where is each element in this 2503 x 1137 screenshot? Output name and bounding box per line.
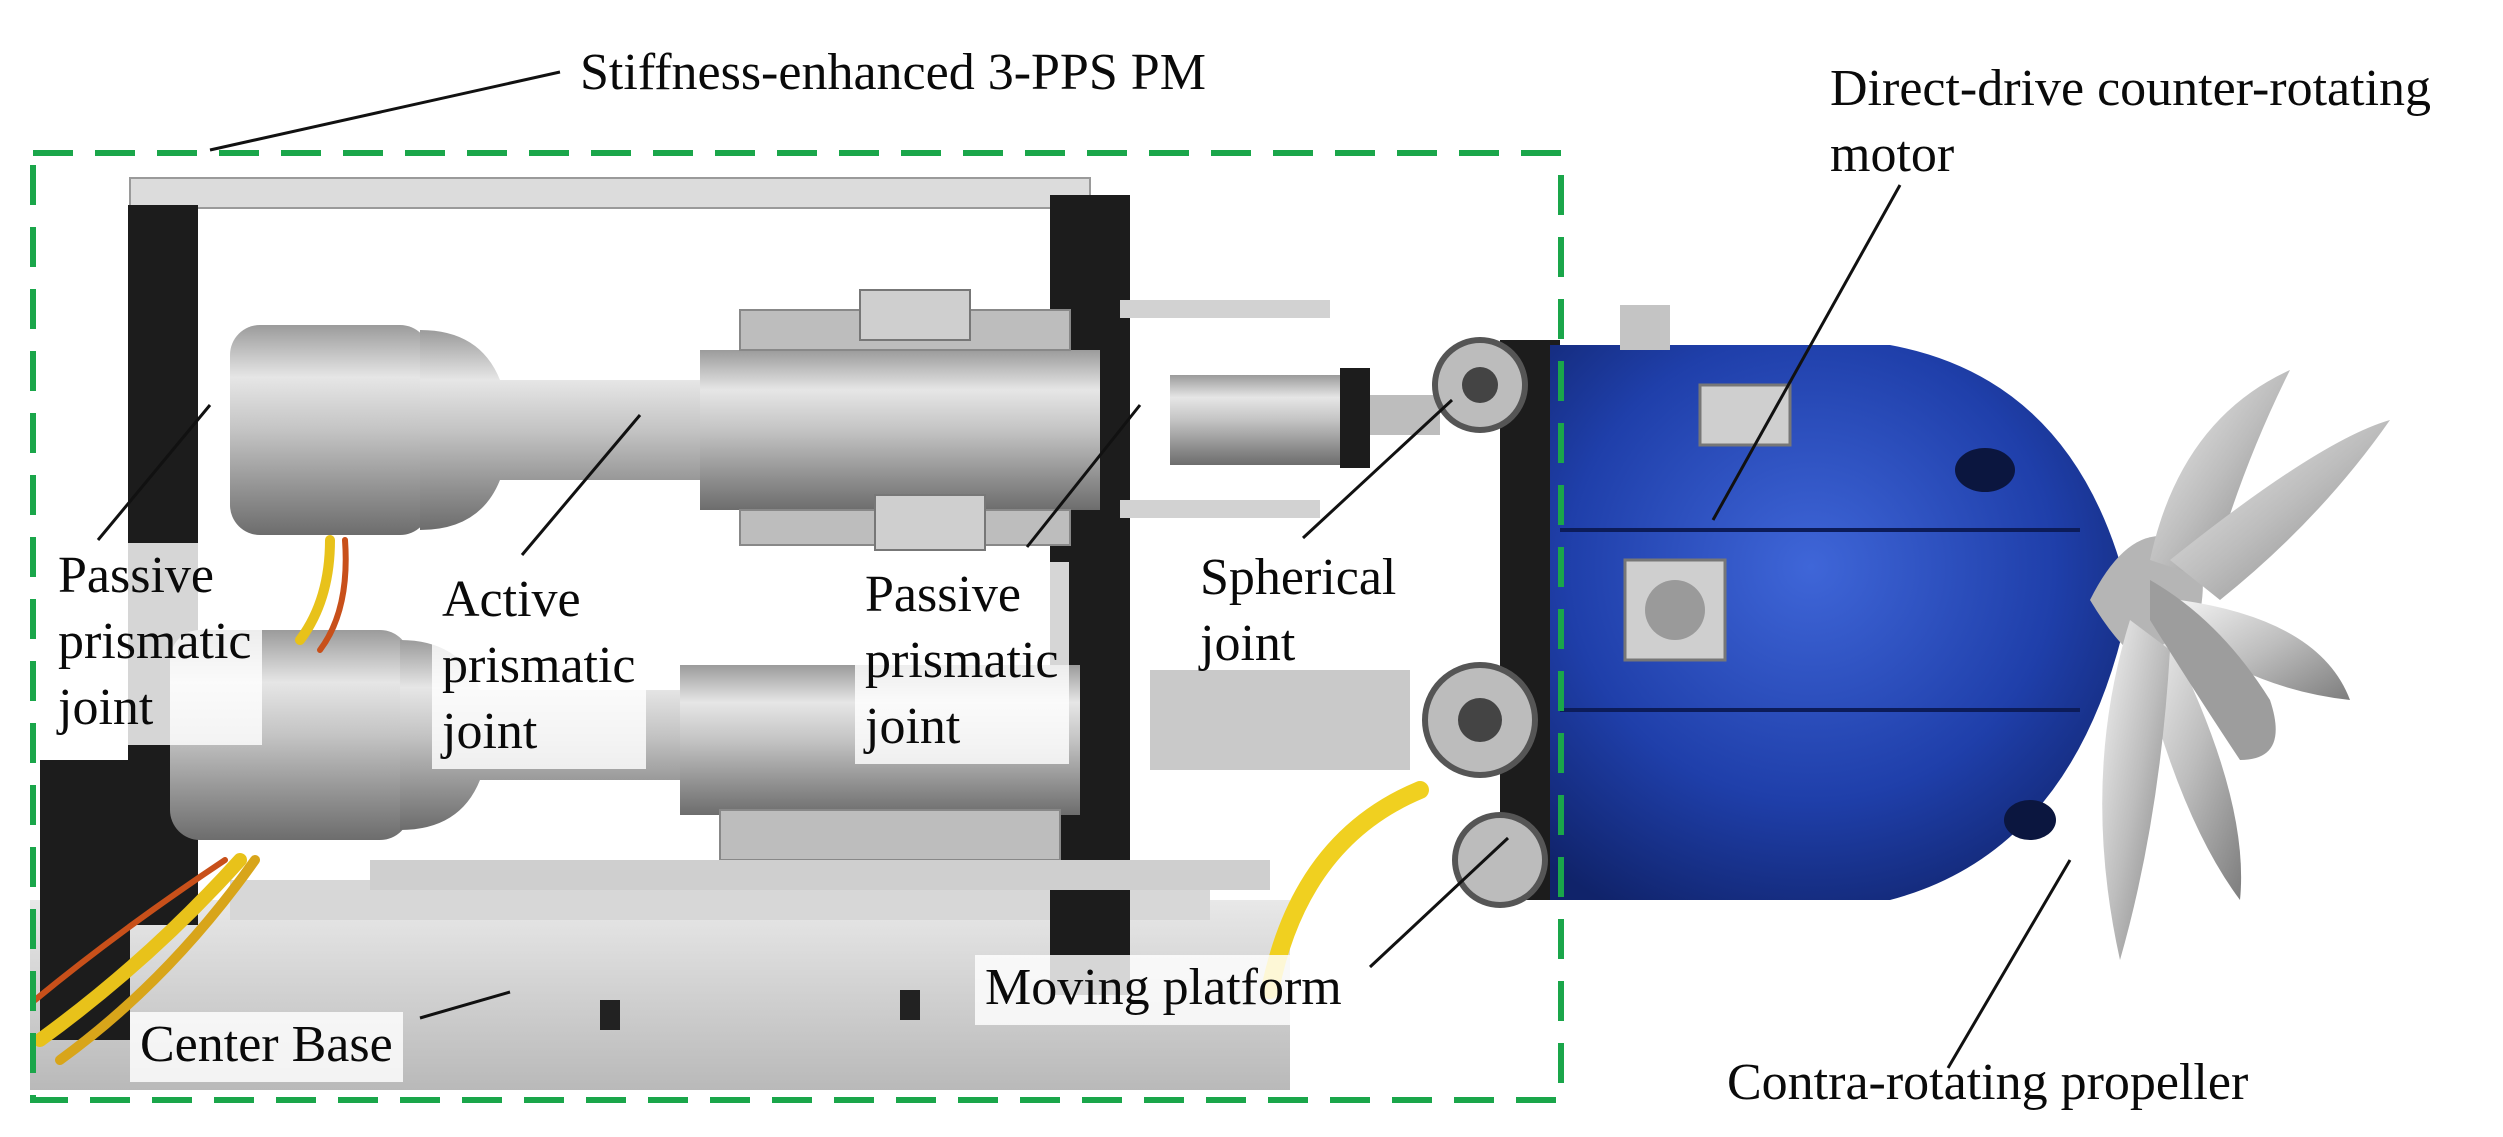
motor-label: Direct-drive counter-rotating motor	[1830, 56, 2431, 188]
active-prismatic-joint-label: Active prismatic joint	[432, 567, 646, 769]
center-base-label: Center Base	[130, 1012, 403, 1082]
counter-rotating-motor	[1550, 305, 2130, 900]
label-line: prismatic	[58, 613, 252, 670]
motor-label-line1: Direct-drive counter-rotating	[1830, 60, 2432, 117]
upper-actuator	[230, 289, 1440, 551]
label-line: prismatic	[442, 637, 636, 694]
label-line: Active	[442, 571, 581, 628]
label-line: Passive	[58, 547, 214, 604]
moving-platform-label: Moving platform	[975, 955, 1352, 1025]
label-line: joint	[1200, 615, 1296, 672]
pm-boundary-frame	[30, 150, 1564, 1103]
contra-rotating-propeller	[2090, 370, 2390, 960]
moving-platform-ring	[1422, 337, 1560, 908]
pm-label: Stiffness-enhanced 3-PPS PM	[580, 44, 1206, 101]
spherical-joint-label: Spherical joint	[1200, 545, 1396, 677]
passive-prismatic-joint-left-label: Passive prismatic joint	[48, 543, 262, 745]
leader-lines	[96, 70, 2072, 1069]
label-line: joint	[442, 703, 538, 760]
label-line: Spherical	[1200, 549, 1397, 606]
top-crossbar	[129, 177, 1091, 209]
motor-label-line2: motor	[1830, 126, 1955, 183]
label-line: joint	[58, 679, 154, 736]
cables	[32, 535, 1429, 1065]
passive-prismatic-joint-right-label: Passive prismatic joint	[855, 562, 1069, 764]
label-line: joint	[865, 698, 961, 755]
label-line: prismatic	[865, 632, 1059, 689]
propeller-label: Contra-rotating propeller	[1727, 1054, 2249, 1111]
label-line: Passive	[865, 566, 1021, 623]
